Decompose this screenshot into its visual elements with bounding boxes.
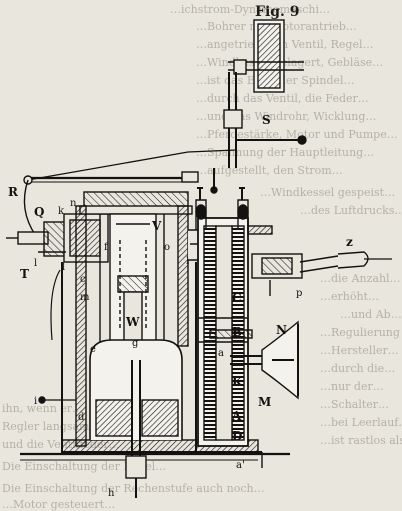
base-plate <box>38 396 263 468</box>
bleed-line: …Pferdestärke, Motor und Pumpe… <box>196 128 398 141</box>
label-v: V <box>151 219 162 233</box>
label-e: e <box>90 344 96 355</box>
bleed-line: …bei Leerlauf… <box>320 416 402 429</box>
label-n-nozzle: N <box>276 323 287 337</box>
label-c: c <box>80 274 86 285</box>
label-r: R <box>8 185 19 199</box>
bleed-line: Die Einschaltung der Rechenstufe auch no… <box>2 482 265 495</box>
figure-title: Fig. 9 <box>255 4 300 20</box>
label-w: W <box>125 315 140 329</box>
bleed-line: …durch das Ventil, die Feder… <box>196 92 369 105</box>
label-a-small: a <box>218 348 224 359</box>
label-c-coil: C <box>232 291 242 305</box>
bleed-line: …Spannung der Hauptleitung… <box>196 146 374 159</box>
label-a: A <box>231 409 242 423</box>
bleed-line: …aufgestellt, den Strom… <box>196 164 343 177</box>
label-t: T <box>20 267 29 281</box>
label-s: S <box>262 113 271 127</box>
label-i: i <box>34 396 37 407</box>
bleed-line: …Hersteller… <box>320 344 399 357</box>
bleed-line: Die Einschaltung der Regel… <box>2 460 166 473</box>
label-k: k <box>58 206 65 217</box>
label-b: B <box>232 325 242 339</box>
bleed-line: …ichstrom-Dynamomaschi… <box>170 3 330 16</box>
label-p: p <box>296 288 302 299</box>
label-g: g <box>132 338 139 349</box>
lever-arm <box>23 149 237 237</box>
trumpet-nozzle <box>230 320 299 400</box>
label-d: d <box>78 412 85 423</box>
pulley-assembly <box>228 19 304 93</box>
label-h: h <box>108 488 115 499</box>
governor-rod <box>223 72 307 168</box>
label-o: o <box>164 242 170 253</box>
terminal-posts <box>195 187 273 235</box>
label-m-nozzle: M <box>258 395 271 409</box>
label-q: Q <box>34 205 44 219</box>
bleed-line: …erhöht… <box>320 290 379 303</box>
label-l-right: l <box>186 256 189 267</box>
valve-assembly <box>6 213 109 263</box>
bleed-line: …Schalter… <box>320 398 389 411</box>
label-d-coil: D <box>232 429 242 443</box>
bleed-line: …des Luftdrucks… <box>300 204 402 217</box>
pump-housing <box>20 191 290 461</box>
bleed-line: …Motor gesteuert… <box>2 498 115 511</box>
bleed-line: …und Ab… <box>340 308 402 321</box>
magnet-coil <box>197 217 253 447</box>
bleed-line: …Regulierung der Welle… <box>320 326 402 339</box>
bleed-line: …die Anzahl… <box>320 272 401 285</box>
label-k-coil: K <box>232 375 243 389</box>
bleed-line: …nur der… <box>320 380 384 393</box>
label-m: m <box>80 292 90 303</box>
lower-chamber <box>89 339 183 498</box>
label-l-inner: l <box>62 262 65 273</box>
label-l-left: l <box>34 258 37 269</box>
label-f: f <box>104 242 109 253</box>
bleed-line: …Windkessel gespeist… <box>260 186 395 199</box>
bleed-line: …durch die… <box>320 362 395 375</box>
label-n: n <box>70 198 77 209</box>
bleed-line: …angetriebenen Ventil, Regel… <box>196 38 373 51</box>
label-a-prime: a' <box>236 460 245 471</box>
nozzle-p <box>251 251 392 296</box>
label-z: z <box>346 235 353 249</box>
part-labels: S R Q k n T l l c m f V o l W g e d i h … <box>8 113 353 499</box>
bleed-line: …ist rastlos als… <box>320 434 402 447</box>
